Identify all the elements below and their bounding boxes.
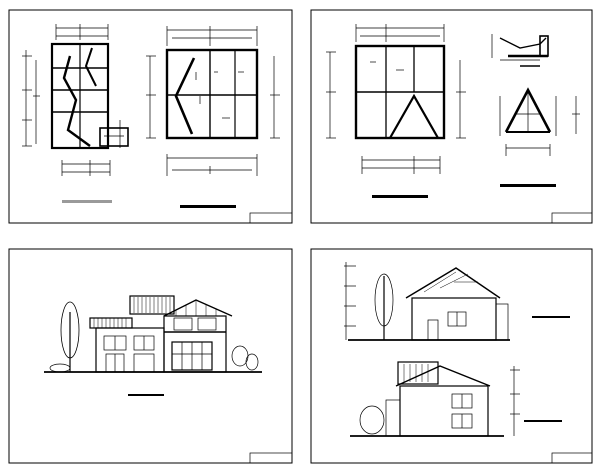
sheet-frame xyxy=(8,248,293,464)
left-floor-plan xyxy=(22,24,129,203)
sheet-side-elevations xyxy=(310,248,593,464)
elevation-title-bar xyxy=(532,316,570,318)
sheet-frame xyxy=(8,9,293,224)
elevation-title-bar xyxy=(524,420,562,422)
plan-title-bar xyxy=(500,184,556,187)
sheet-frame xyxy=(310,9,593,224)
plan-title-bar xyxy=(180,205,236,208)
sheet-front-elevation xyxy=(8,248,293,464)
eave-detail xyxy=(491,34,549,67)
second-floor-plan xyxy=(326,24,466,198)
side-elevation-upper xyxy=(344,262,570,341)
sheet-plan-and-roof-sections xyxy=(310,9,593,224)
title-block xyxy=(551,212,593,224)
plan-title-bar xyxy=(372,195,428,198)
plan-title-bar xyxy=(62,200,112,203)
elevation-title-bar xyxy=(128,394,164,396)
title-block xyxy=(249,452,293,464)
house-front-elevation xyxy=(44,295,262,396)
sheet-frame xyxy=(310,248,593,464)
side-elevation-lower xyxy=(350,361,562,437)
title-block xyxy=(249,212,293,224)
title-block xyxy=(551,452,593,464)
right-floor-plan xyxy=(146,26,280,208)
roof-truss-section xyxy=(499,87,580,187)
sheet-floor-plans xyxy=(8,9,293,224)
